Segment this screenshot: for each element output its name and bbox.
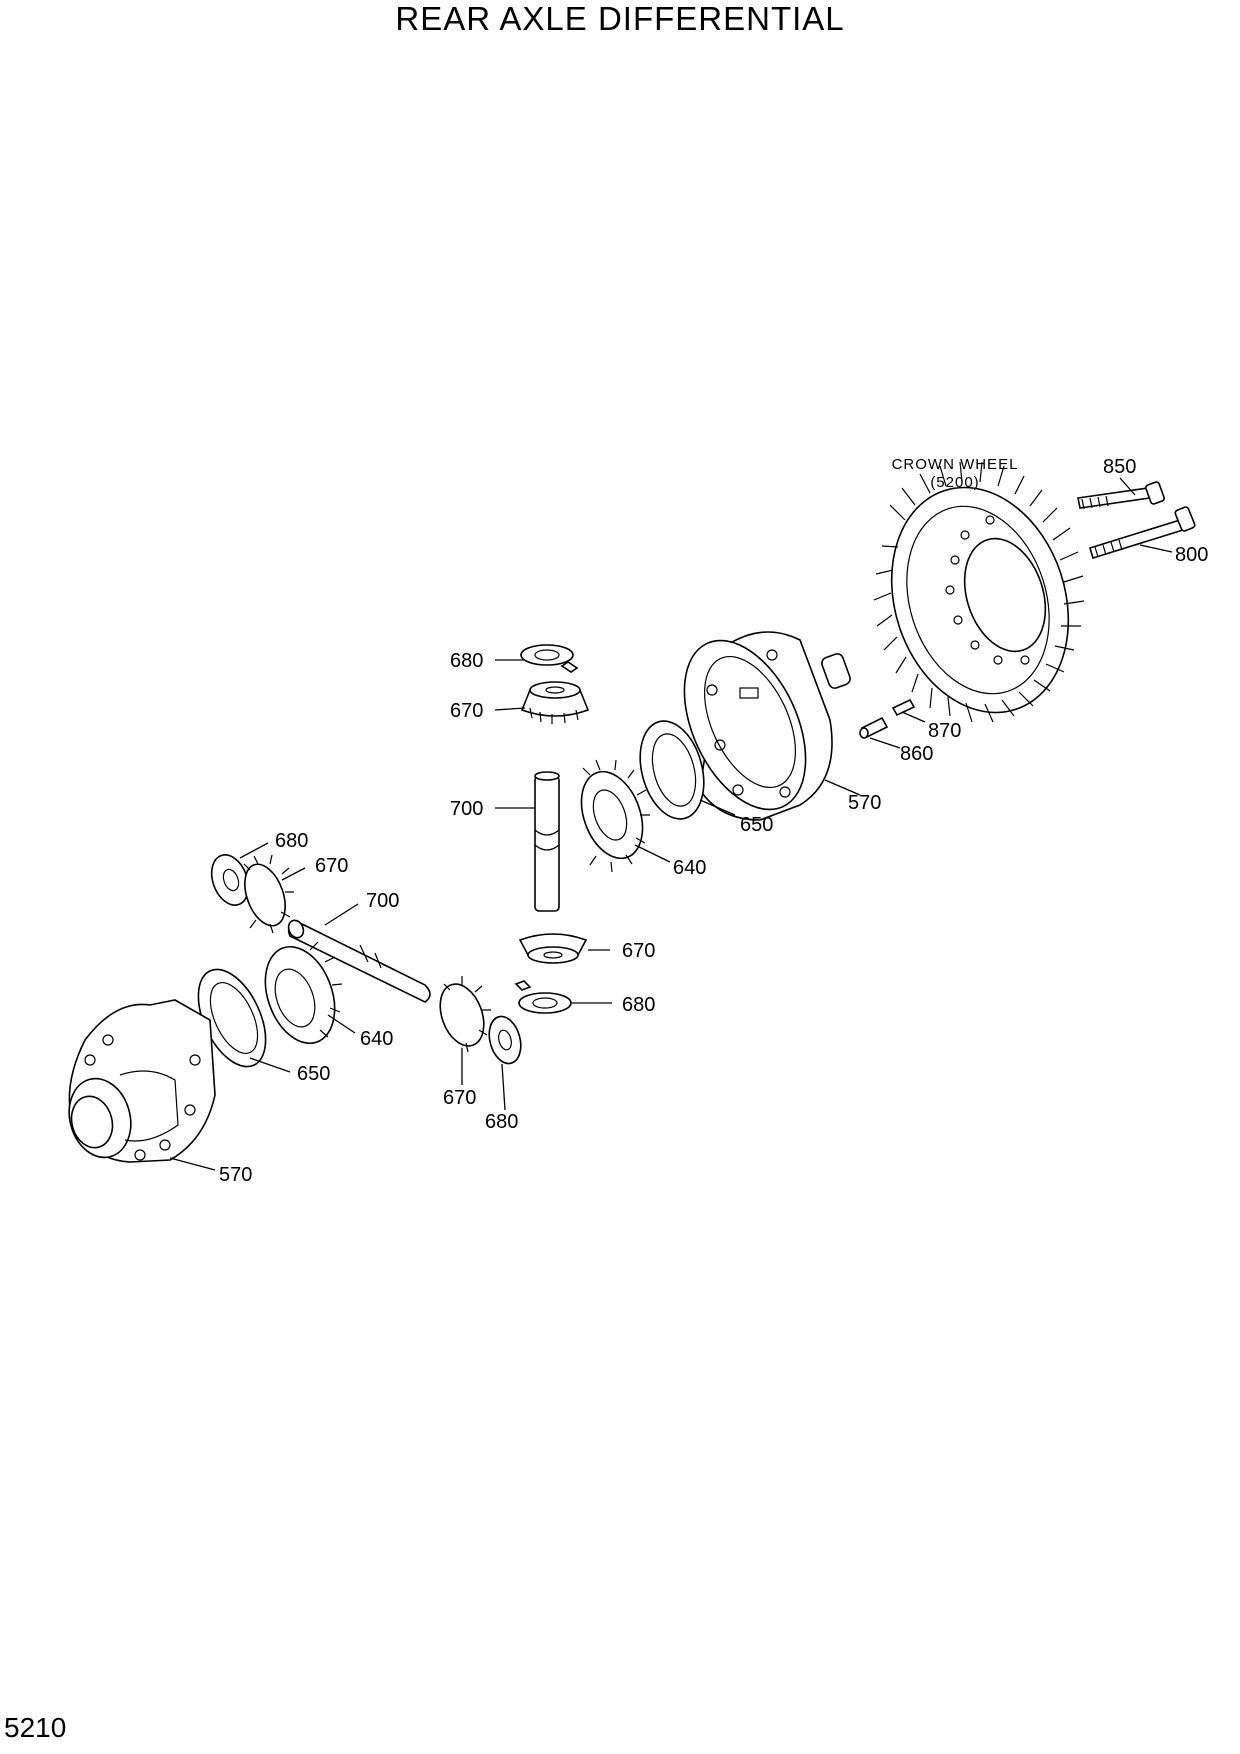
pin-870: [891, 698, 916, 717]
crown-wheel-reference-label: CROWN WHEEL: [892, 456, 1019, 473]
crown-wheel-reference-number: (5200): [930, 474, 979, 491]
callout-670-left: 670: [315, 855, 348, 877]
spider-shaft-700-vertical: [534, 771, 560, 912]
callout-640-lower: 640: [360, 1028, 393, 1050]
callout-680-bottom: 680: [622, 994, 655, 1016]
thrust-washer-680-bottom: [514, 980, 572, 1014]
pin-860: [859, 716, 889, 739]
pinion-670-top: [520, 681, 590, 724]
callout-850: 850: [1103, 456, 1136, 478]
callout-650-lower: 650: [297, 1063, 330, 1085]
crown-wheel: [873, 461, 1085, 723]
page-number: 5210: [4, 1712, 67, 1743]
callout-870: 870: [928, 720, 961, 742]
callout-650-upper: 650: [740, 814, 773, 836]
diff-case-lower: [68, 999, 216, 1163]
callout-680-right: 680: [485, 1111, 518, 1133]
pinion-670-bottom: [518, 933, 588, 964]
pinion-670-right: [439, 976, 491, 1053]
spider-shaft-700-diagonal: [287, 919, 431, 1003]
page-title: REAR AXLE DIFFERENTIAL: [395, 0, 845, 37]
callout-670-bottom: 670: [622, 940, 655, 962]
bolt-800: [1089, 506, 1196, 560]
callout-570-upper: 570: [848, 792, 881, 814]
thrust-washer-680-top: [520, 644, 579, 673]
diff-case-upper: [683, 631, 851, 821]
side-gear-lower: [264, 941, 343, 1045]
callout-570-lower: 570: [219, 1164, 252, 1186]
callout-800: 800: [1175, 544, 1208, 566]
thrust-washer-680-left: [210, 854, 250, 906]
callout-700-vertical: 700: [450, 798, 483, 820]
side-gear-upper: [580, 759, 650, 873]
bolt-850: [1077, 481, 1165, 510]
callout-670-right: 670: [443, 1087, 476, 1109]
callout-700-diagonal: 700: [366, 890, 399, 912]
thrust-washer-upper: [639, 720, 705, 820]
leader-lines: [169, 477, 1173, 1171]
callout-640-upper: 640: [673, 857, 706, 879]
callout-670-top: 670: [450, 700, 483, 722]
callout-680-left: 680: [275, 830, 308, 852]
callout-680-top: 680: [450, 650, 483, 672]
thrust-washer-680-right: [488, 1015, 522, 1065]
pinion-670-left: [243, 854, 294, 934]
callout-860: 860: [900, 743, 933, 765]
